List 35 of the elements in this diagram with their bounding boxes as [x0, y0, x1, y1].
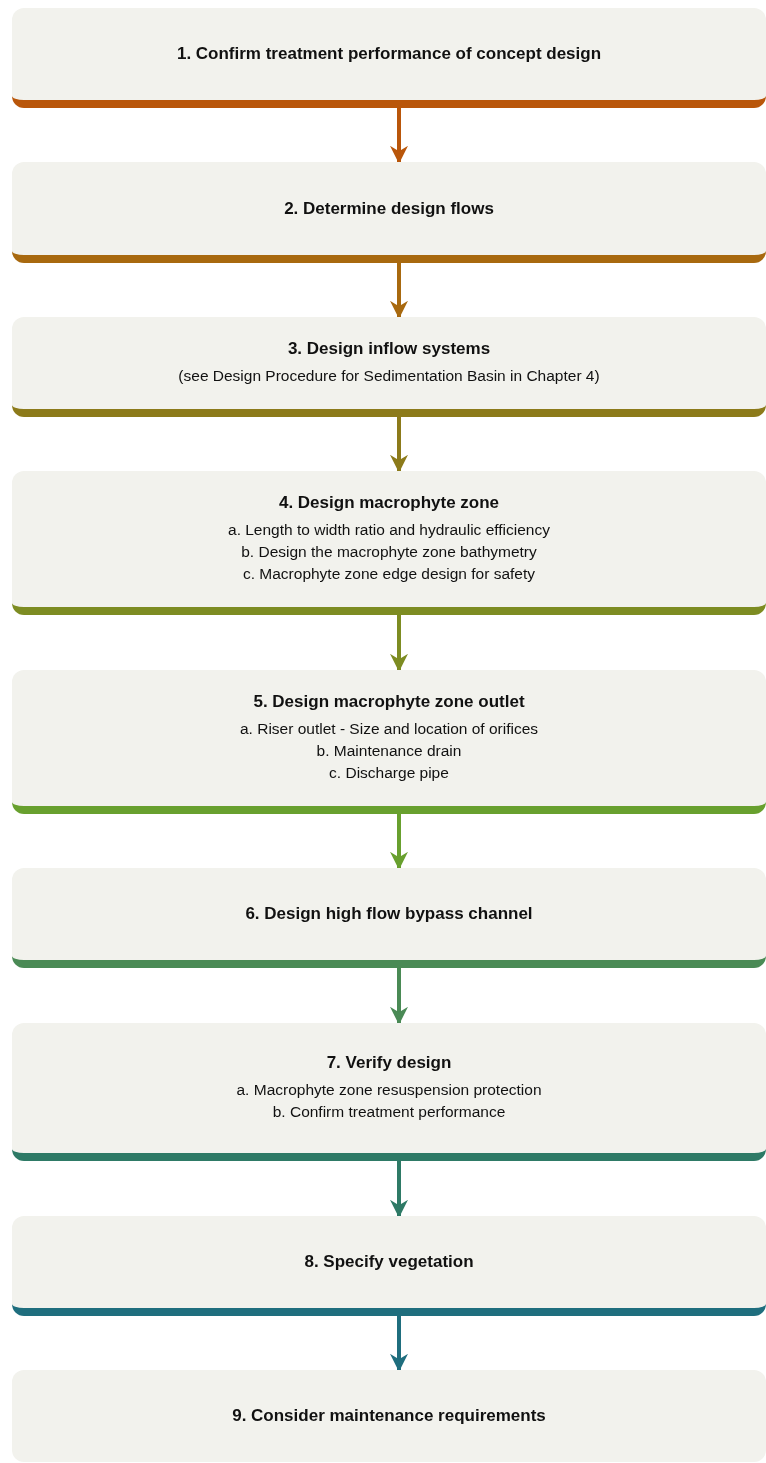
arrow	[390, 968, 408, 1025]
step-title: 7. Verify design	[326, 1053, 452, 1073]
process-box	[12, 868, 766, 968]
step-title: 6. Design high flow bypass channel	[245, 904, 533, 924]
process-box	[12, 8, 766, 108]
step-detail: b. Maintenance drain	[316, 741, 462, 761]
step-title: 2. Determine design flows	[284, 198, 494, 219]
step-title: 3. Design inflow systems	[287, 339, 491, 359]
step-detail: a. Riser outlet - Size and location of orifices	[239, 719, 539, 739]
step-title: 4. Design macrophyte zone	[278, 493, 500, 513]
process-box	[12, 1023, 766, 1161]
step-detail: c. Discharge pipe	[329, 763, 449, 783]
step-detail: (see Design Procedure for Sedimentation Basin in Chapter 4)	[178, 366, 600, 386]
step-detail: b. Confirm treatment performance	[272, 1102, 506, 1122]
step-detail: b. Design the macrophyte zone bathymetry	[241, 542, 537, 562]
process-box	[12, 1216, 766, 1316]
step-title: 8. Specify vegetation	[304, 1252, 474, 1272]
arrow	[390, 1316, 408, 1372]
process-box	[12, 162, 766, 263]
step-detail: c. Macrophyte zone edge design for safety	[242, 564, 536, 584]
process-box	[12, 471, 766, 615]
arrow	[390, 1161, 408, 1218]
process-box	[12, 1370, 766, 1462]
process-box	[12, 670, 766, 814]
step-title: 5. Design macrophyte zone outlet	[253, 692, 525, 712]
arrow	[390, 263, 408, 319]
process-box	[12, 317, 766, 417]
step-detail: a. Macrophyte zone resuspension protection	[236, 1080, 542, 1100]
arrow	[390, 108, 408, 164]
step-title: 9. Consider maintenance requirements	[232, 1406, 546, 1426]
step-detail: a. Length to width ratio and hydraulic efficiency	[228, 520, 550, 540]
arrow	[390, 814, 408, 870]
arrow	[390, 417, 408, 473]
arrow	[390, 615, 408, 672]
step-title: 1. Confirm treatment performance of concept design	[176, 44, 602, 64]
